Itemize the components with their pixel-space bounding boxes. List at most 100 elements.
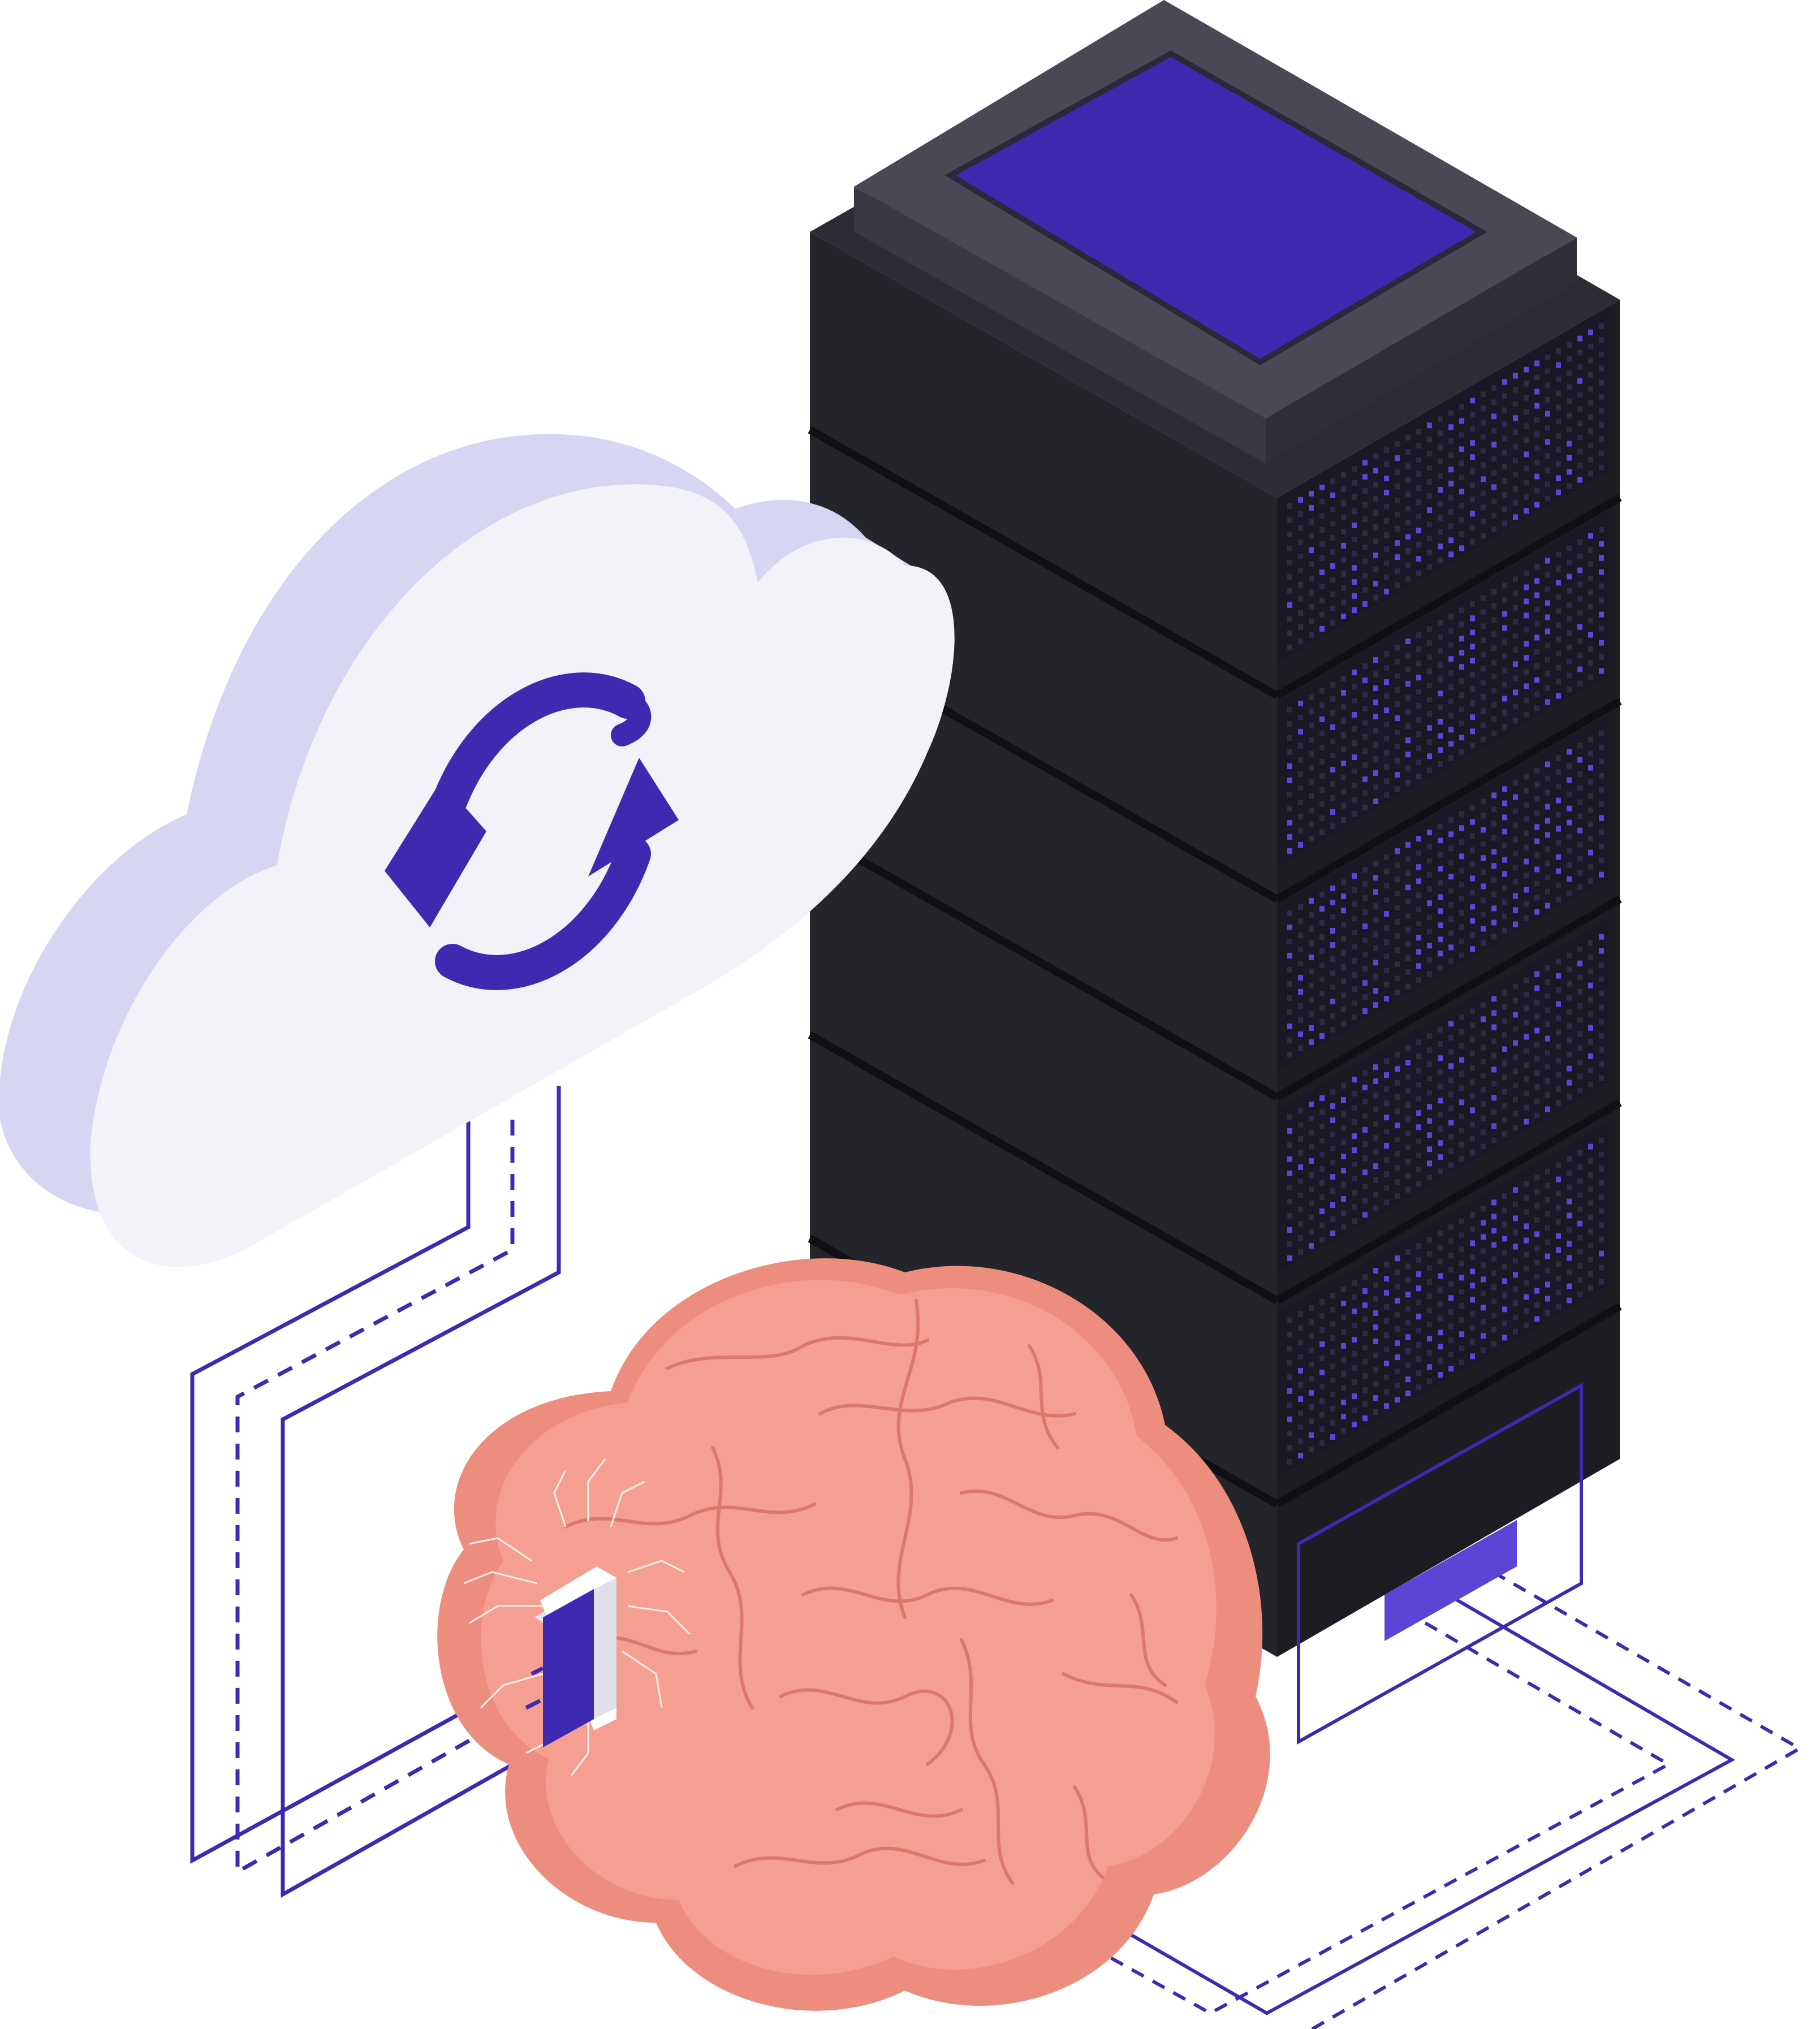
- vent-dot: [1599, 829, 1604, 835]
- vent-dot: [1416, 457, 1421, 463]
- vent-dot: [1545, 1092, 1550, 1098]
- vent-dot: [1588, 547, 1593, 553]
- vent-dot: [1416, 528, 1421, 534]
- vent-dot: [1577, 813, 1582, 819]
- vent-dot: [1491, 1109, 1496, 1115]
- vent-dot: [1427, 767, 1432, 774]
- vent-dot: [1362, 663, 1368, 670]
- vent-dot: [1448, 1281, 1454, 1287]
- vent-dot: [1319, 1397, 1325, 1404]
- vent-dot: [1502, 1046, 1507, 1052]
- vent-dot: [1513, 1258, 1518, 1264]
- vent-dot: [1405, 548, 1411, 554]
- vent-dot: [1448, 628, 1454, 634]
- vent-dot: [1502, 885, 1507, 891]
- vent-dot: [1502, 450, 1507, 456]
- vent-dot: [1459, 1128, 1464, 1134]
- vent-dot: [1491, 1010, 1496, 1016]
- vent-dot: [1384, 560, 1389, 567]
- vent-dot: [1298, 638, 1303, 644]
- vent-dot: [1309, 1319, 1314, 1325]
- vent-dot: [1545, 1007, 1550, 1013]
- vent-dot: [1384, 897, 1389, 903]
- vent-dot: [1287, 1374, 1292, 1380]
- vent-dot: [1459, 621, 1464, 628]
- vent-dot: [1448, 713, 1454, 719]
- vent-dot: [1319, 597, 1325, 603]
- vent-dot: [1373, 700, 1378, 706]
- vent-dot: [1330, 1321, 1335, 1327]
- vent-dot: [1588, 982, 1593, 988]
- vent-dot: [1502, 1117, 1507, 1123]
- vent-dot: [1438, 1245, 1443, 1251]
- vent-dot: [1588, 618, 1593, 624]
- vent-dot: [1459, 1331, 1464, 1337]
- vent-dot: [1395, 1340, 1400, 1346]
- vent-dot: [1470, 700, 1475, 706]
- vent-dot: [1491, 905, 1496, 912]
- vent-dot: [1287, 559, 1292, 565]
- vent-dot: [1427, 683, 1432, 689]
- vent-dot: [1534, 649, 1539, 655]
- vent-dot: [1556, 783, 1561, 789]
- vent-dot: [1287, 720, 1292, 727]
- vent-dot: [1384, 1290, 1389, 1296]
- vent-dot: [1298, 799, 1303, 805]
- vent-dot: [1545, 1197, 1550, 1203]
- vent-dot: [1405, 1187, 1411, 1193]
- vent-dot: [1556, 1001, 1561, 1007]
- vent-dot: [1405, 870, 1411, 877]
- vent-dot: [1427, 437, 1432, 443]
- server-cap-right: [1266, 238, 1577, 464]
- vent-dot: [1438, 719, 1443, 725]
- vent-dot: [1395, 947, 1400, 953]
- vent-dot: [1491, 934, 1496, 940]
- vent-dot: [1588, 428, 1593, 434]
- vent-dot: [1309, 575, 1314, 581]
- vent-dot: [1448, 698, 1454, 705]
- vent-dot: [1405, 723, 1411, 729]
- vent-dot: [1556, 755, 1561, 761]
- vent-dot: [1373, 1093, 1378, 1099]
- vent-dot: [1341, 571, 1346, 577]
- vent-dot: [1362, 1099, 1368, 1105]
- vent-dot: [1395, 582, 1400, 589]
- vent-dot: [1373, 1002, 1378, 1008]
- vent-dot: [1319, 1151, 1325, 1158]
- vent-dot: [1577, 567, 1582, 573]
- vent-dot: [1405, 653, 1411, 659]
- vent-dot: [1287, 910, 1292, 916]
- vent-dot: [1330, 1335, 1335, 1341]
- vent-dot: [1352, 1280, 1357, 1287]
- vent-dot: [1588, 1158, 1593, 1164]
- vent-dot: [1309, 1305, 1314, 1311]
- vent-dot: [1438, 908, 1443, 914]
- vent-dot: [1427, 725, 1432, 731]
- vent-dot: [1427, 1132, 1432, 1138]
- vent-dot: [1448, 642, 1454, 648]
- vent-dot: [1502, 625, 1507, 631]
- vent-dot: [1352, 1119, 1357, 1125]
- vent-dot: [1405, 1334, 1411, 1340]
- vent-dot: [1362, 1387, 1368, 1393]
- vent-dot: [1481, 462, 1486, 468]
- vent-dot: [1459, 650, 1464, 656]
- vent-dot: [1459, 952, 1464, 959]
- vent-dot: [1567, 1051, 1572, 1057]
- vent-dot: [1567, 1269, 1572, 1275]
- vent-dot: [1448, 1106, 1454, 1112]
- vent-dot: [1567, 384, 1572, 390]
- vent-dot: [1416, 1285, 1421, 1292]
- vent-dot: [1577, 349, 1582, 356]
- vent-dot: [1352, 1077, 1357, 1083]
- vent-dot: [1588, 589, 1593, 595]
- vent-dot: [1395, 975, 1400, 982]
- vent-dot: [1577, 581, 1582, 588]
- vent-dot: [1319, 1383, 1325, 1389]
- vent-dot: [1567, 1065, 1572, 1072]
- vent-dot: [1448, 1238, 1454, 1245]
- vent-dot: [1513, 1040, 1518, 1046]
- vent-dot: [1319, 583, 1325, 589]
- vent-dot: [1319, 1369, 1325, 1375]
- vent-dot: [1491, 631, 1496, 637]
